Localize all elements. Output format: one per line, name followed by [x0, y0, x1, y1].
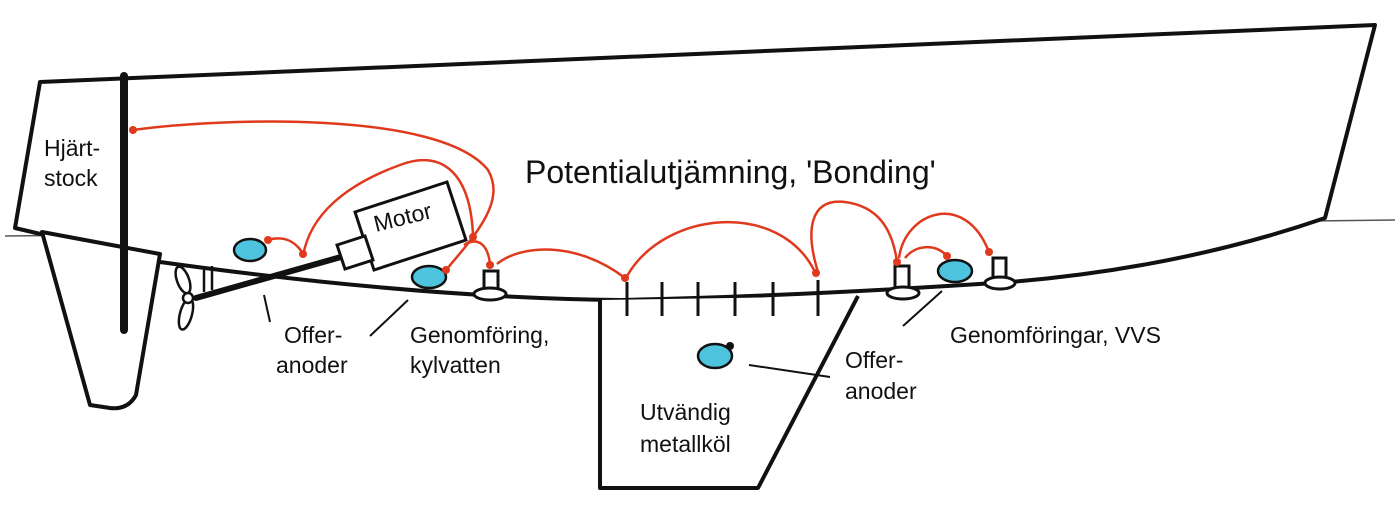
sacrificial-anodes-aft-label-2: anoder — [276, 352, 348, 378]
leader-lines — [263, 290, 943, 378]
propeller-shaft — [193, 252, 351, 301]
hull-outline — [13, 23, 1377, 302]
anode-cooling — [410, 264, 448, 290]
through-hull-plumbing-1 — [885, 264, 921, 301]
external-metal-keel — [598, 295, 860, 490]
motor: Motor — [335, 180, 468, 272]
keel-bolts — [625, 280, 820, 316]
external-keel-label-2: metallköl — [640, 431, 731, 457]
sacrificial-anodes-aft-label-1: Offer- — [284, 322, 342, 348]
through-hull-plumbing-2 — [983, 256, 1017, 291]
anode-fwd — [936, 258, 974, 284]
anode-keel — [696, 342, 734, 370]
rudder-stock-label-1: Hjärt- — [44, 135, 100, 161]
diagram-title: Potentialutjämning, 'Bonding' — [525, 154, 936, 190]
propeller — [174, 265, 195, 331]
anodes — [232, 237, 974, 370]
bonding-wires — [132, 120, 991, 279]
through-hull-cooling-label-2: kylvatten — [410, 352, 501, 378]
anode-aft — [232, 237, 268, 263]
through-hull-cooling — [472, 269, 508, 302]
sacrificial-anodes-fwd-label-1: Offer- — [845, 347, 903, 373]
rudder — [40, 230, 162, 411]
external-keel-label-1: Utvändig — [640, 399, 731, 425]
through-hull-cooling-label-1: Genomföring, — [410, 322, 549, 348]
rudder-stock-label-2: stock — [44, 165, 98, 191]
bonding-terminals — [129, 126, 993, 282]
through-hulls-plumbing-label: Genomföringar, VVS — [950, 322, 1161, 348]
anode-keel-connector — [726, 342, 734, 350]
sacrificial-anodes-fwd-label-2: anoder — [845, 378, 917, 404]
shaft-strut — [202, 266, 214, 292]
